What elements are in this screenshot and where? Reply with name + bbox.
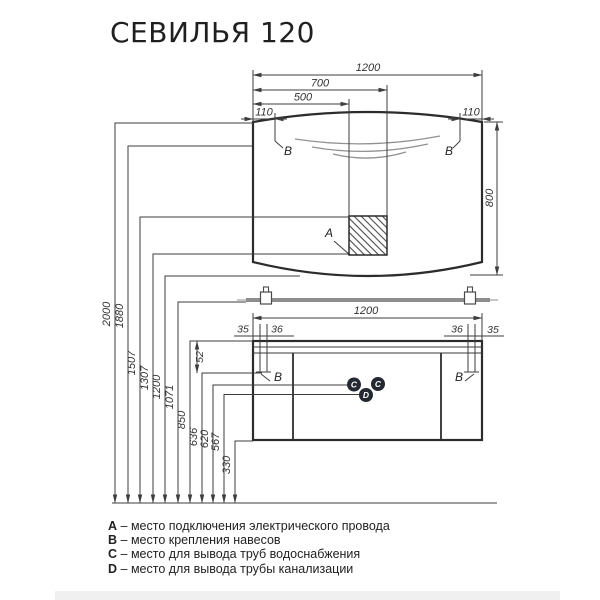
drain-pipe-marker-d (359, 388, 373, 402)
legend-item-a: A – место подключения электрического про… (108, 519, 390, 533)
mounting-rail (237, 286, 498, 305)
point-b-mirror-left: B (284, 144, 292, 158)
height-620: 620 (199, 429, 211, 448)
legend-item-c: C – место для вывода труб водоснабжения (108, 547, 361, 562)
cabinet-width-label: 1200 (354, 305, 379, 317)
height-567: 567 (210, 432, 222, 451)
dim-110-right-label: 110 (462, 107, 480, 119)
height-1071: 1071 (164, 385, 176, 409)
height-1307: 1307 (139, 365, 151, 390)
height-2000: 2000 (101, 301, 113, 327)
dim-36-right-label: 36 (451, 324, 463, 336)
leader-b-mirror-right (452, 140, 461, 149)
dim-36-left-label: 36 (271, 324, 283, 336)
height-1880: 1880 (114, 303, 126, 328)
dim-35-left-label: 35 (237, 324, 249, 336)
mirror-outline (251, 110, 484, 278)
dimension-labels: 1200 700 500 110 110 800 1200 35 36 36 3… (194, 62, 499, 384)
water-pipe-marker-c1 (347, 377, 361, 392)
leader-b-cabinet-left (260, 373, 271, 382)
dim-700-label: 700 (311, 78, 330, 90)
marker-c2-label: C (375, 379, 382, 389)
page-title: СЕВИЛЬЯ 120 (110, 16, 315, 49)
legend-item-b: B – место крепления навесов (108, 533, 281, 548)
height-850: 850 (176, 410, 188, 429)
leader-b-mirror-left (274, 140, 284, 149)
dim-52-label: 52 (194, 351, 206, 363)
height-1200: 1200 (151, 374, 163, 399)
water-pipe-marker-c2 (371, 377, 385, 391)
electrical-outlet-zone (348, 215, 388, 256)
point-b-cabinet-left: B (274, 370, 282, 384)
mirror-height-label: 800 (484, 188, 496, 207)
height-330: 330 (221, 455, 233, 474)
height-1507: 1507 (126, 350, 138, 375)
pipe-markers: C C D (347, 377, 385, 402)
mirror-decor-arcs (294, 135, 441, 159)
dimension-lines (112, 70, 504, 504)
height-636: 636 (188, 427, 200, 446)
point-b-cabinet-right: B (455, 370, 463, 384)
dim-35-right-label: 35 (487, 324, 499, 336)
leader-b-cabinet-right (464, 373, 475, 382)
marker-d-label: D (363, 390, 369, 400)
dim-500-label: 500 (294, 92, 313, 104)
point-a-label: A (324, 226, 333, 240)
legend: A – место подключения электрического про… (108, 519, 390, 576)
dim-110-left-label: 110 (255, 107, 273, 119)
rail-clip-left (259, 291, 273, 305)
height-labels: 2000 1880 1507 1307 1200 1071 850 636 62… (101, 301, 233, 474)
marker-c1-label: C (351, 380, 358, 390)
page-edge-shadow (55, 591, 560, 600)
leader-a (333, 240, 351, 256)
point-b-mirror-right: B (445, 144, 453, 158)
mirror-width-label: 1200 (356, 62, 381, 74)
legend-item-d: D – место для вывода трубы канализации (108, 561, 354, 576)
rail-clip-right (463, 291, 477, 305)
